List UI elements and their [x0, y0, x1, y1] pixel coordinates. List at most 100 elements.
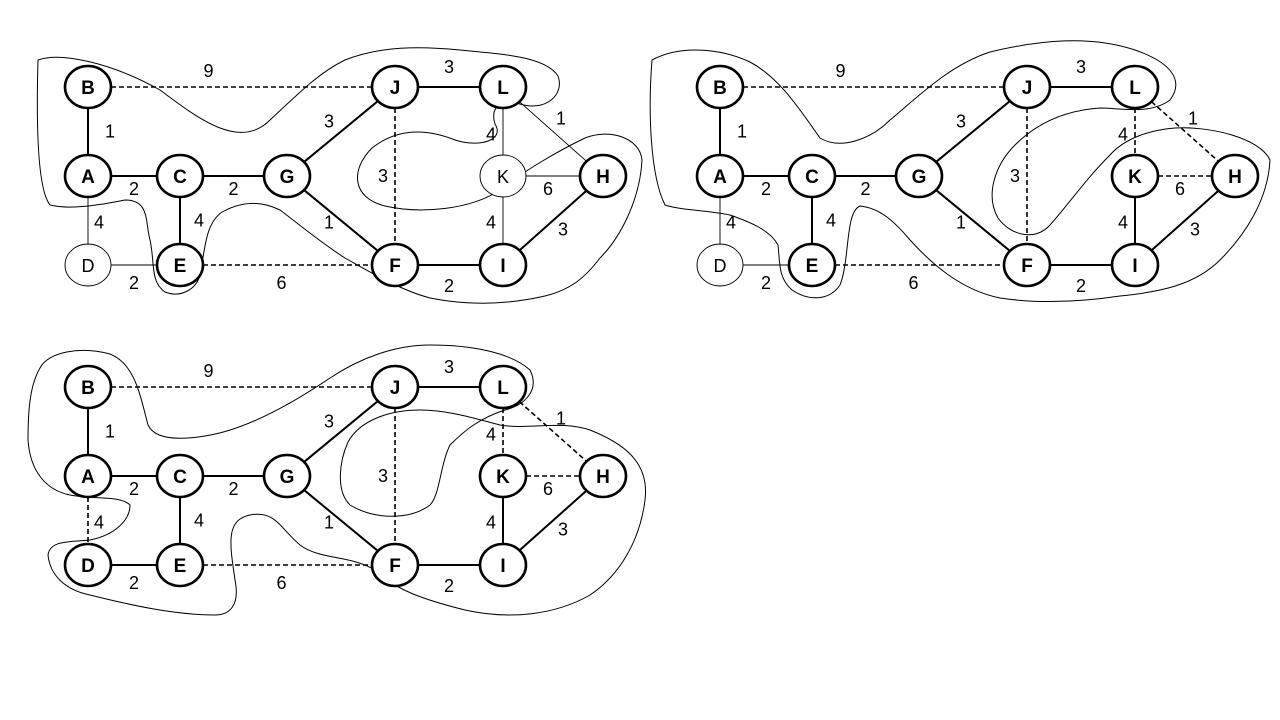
node-label-a: A: [713, 167, 727, 188]
node-b: [695, 64, 745, 110]
node-label-i: I: [500, 556, 505, 577]
edge-weight-h-i: 3: [558, 220, 568, 240]
node-label-h: H: [596, 467, 610, 488]
node-label-c: C: [173, 467, 187, 488]
node-label-d: D: [82, 256, 95, 276]
edge-weight-c-e: 4: [826, 211, 836, 231]
edge-weight-j-f: 3: [378, 166, 388, 186]
edge-weight-l-k: 4: [486, 125, 496, 145]
edge-weight-c-e: 4: [194, 511, 204, 531]
edge-g-f: [935, 189, 1011, 252]
node-k: [1110, 153, 1160, 199]
edge-weight-b-a: 1: [105, 122, 115, 142]
node-l: [478, 364, 528, 410]
node-label-a: A: [81, 167, 95, 188]
region-outline: [649, 40, 1271, 303]
node-b: [63, 64, 113, 110]
edge-weight-a-d: 4: [94, 213, 104, 233]
node-c: [787, 153, 837, 199]
edge-weight-j-l: 3: [1076, 57, 1086, 77]
region-outline: [36, 47, 643, 304]
edge-weight-f-i: 2: [444, 576, 454, 596]
edge-weight-g-j: 3: [324, 112, 334, 132]
edge-g-f: [303, 489, 379, 552]
edge-weight-d-e: 2: [129, 273, 139, 293]
edge-h-i: [518, 189, 588, 252]
edge-weight-k-h: 6: [543, 179, 553, 199]
node-d: [64, 243, 112, 287]
edge-weight-c-e: 4: [194, 211, 204, 231]
edge-weight-j-l: 3: [444, 57, 454, 77]
node-label-j: J: [390, 78, 401, 99]
node-label-i: I: [1132, 256, 1137, 277]
edge-g-f: [303, 189, 379, 252]
node-label-h: H: [596, 167, 610, 188]
node-label-k: K: [497, 167, 509, 187]
edge-weight-e-f: 6: [908, 273, 918, 293]
node-l: [1110, 64, 1160, 110]
node-label-f: F: [389, 556, 401, 577]
edge-weight-g-j: 3: [956, 112, 966, 132]
node-e: [155, 542, 205, 588]
node-f: [370, 242, 420, 288]
node-j: [370, 364, 420, 410]
node-h: [1210, 153, 1260, 199]
node-e: [787, 242, 837, 288]
node-e: [155, 242, 205, 288]
edge-g-j: [303, 100, 379, 163]
edge-weight-e-f: 6: [276, 573, 286, 593]
edge-weight-c-g: 2: [228, 179, 238, 199]
node-label-i: I: [500, 256, 505, 277]
node-f: [1002, 242, 1052, 288]
edge-weight-k-i: 4: [486, 513, 496, 533]
node-label-g: G: [912, 167, 927, 188]
edge-weight-b-j: 9: [203, 61, 213, 81]
node-g: [894, 153, 944, 199]
node-g: [262, 153, 312, 199]
node-label-c: C: [805, 167, 819, 188]
node-label-l: L: [1129, 78, 1141, 99]
edge-weight-d-e: 2: [129, 573, 139, 593]
edge-weight-d-e: 2: [761, 273, 771, 293]
node-label-j: J: [1022, 78, 1033, 99]
edge-h-i: [1150, 189, 1220, 252]
edge-weight-a-d: 4: [94, 513, 104, 533]
node-d: [63, 542, 113, 588]
node-j: [370, 64, 420, 110]
node-h: [578, 153, 628, 199]
node-label-h: H: [1228, 167, 1242, 188]
node-i: [478, 542, 528, 588]
node-label-d: D: [81, 556, 95, 577]
node-b: [63, 364, 113, 410]
node-label-a: A: [81, 467, 95, 488]
region-outline: [27, 344, 647, 616]
node-label-l: L: [497, 378, 509, 399]
edge-weight-g-f: 1: [324, 513, 334, 533]
edge-weight-g-f: 1: [956, 213, 966, 233]
edge-h-i: [518, 489, 588, 552]
edge-weight-l-k: 4: [486, 425, 496, 445]
node-label-b: B: [81, 78, 95, 99]
edge-weight-a-c: 2: [129, 479, 139, 499]
edge-weight-g-j: 3: [324, 412, 334, 432]
edge-weight-g-f: 1: [324, 213, 334, 233]
node-k: [479, 154, 527, 198]
edge-weight-f-i: 2: [1076, 276, 1086, 296]
edge-weight-j-f: 3: [1010, 166, 1020, 186]
edge-weight-f-i: 2: [444, 276, 454, 296]
edge-l-h: [518, 401, 588, 462]
node-label-d: D: [714, 256, 727, 276]
node-a: [695, 153, 745, 199]
edge-weight-k-h: 6: [543, 479, 553, 499]
edge-weight-a-c: 2: [761, 179, 771, 199]
edge-l-h: [1150, 101, 1220, 162]
node-a: [63, 153, 113, 199]
edge-weight-c-g: 2: [860, 179, 870, 199]
node-label-c: C: [173, 167, 187, 188]
edge-weight-a-d: 4: [726, 213, 736, 233]
node-label-g: G: [280, 167, 295, 188]
node-label-j: J: [390, 378, 401, 399]
